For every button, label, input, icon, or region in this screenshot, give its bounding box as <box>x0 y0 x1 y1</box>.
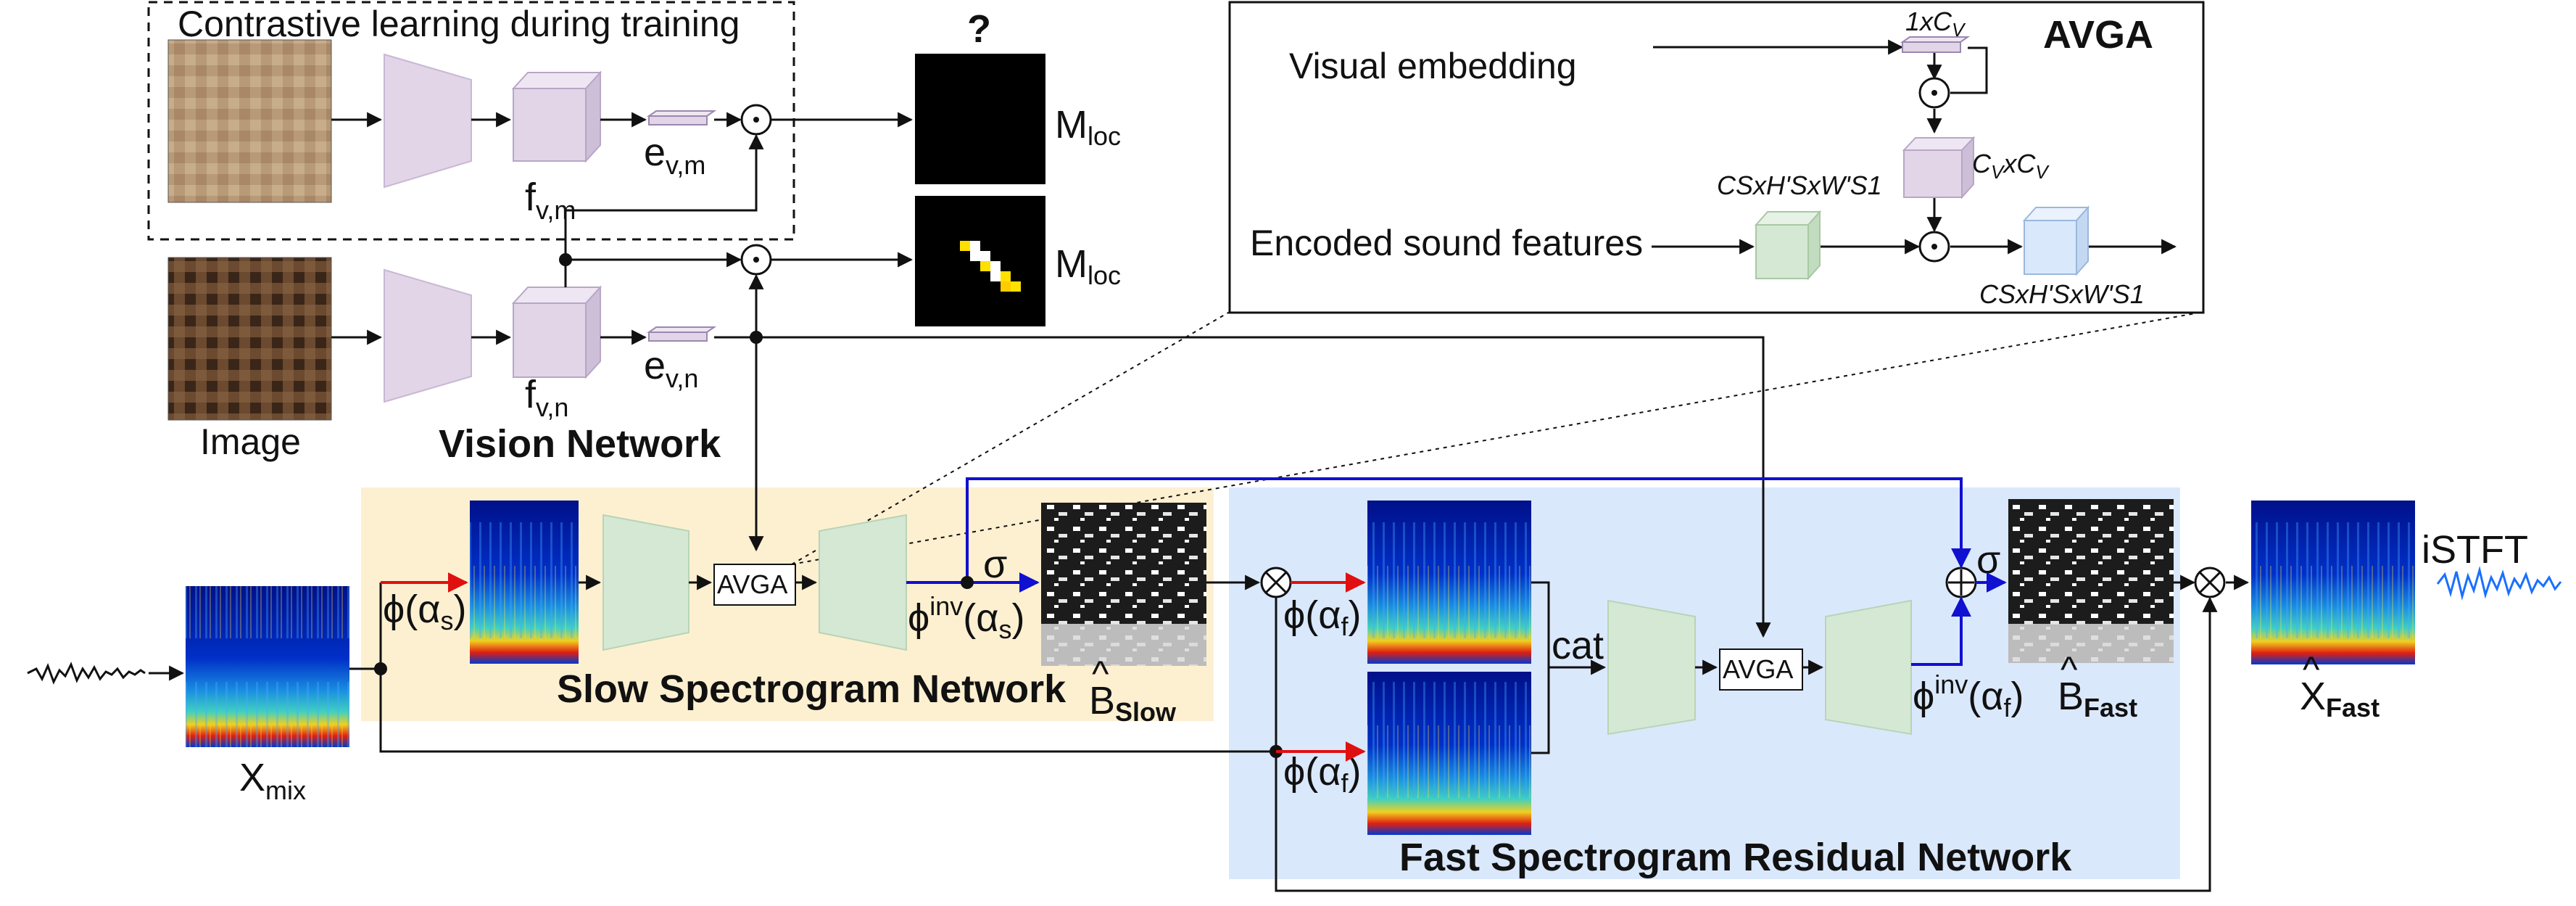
label-xfast-hat: ^ <box>2303 649 2320 690</box>
fast-avga-label: AVGA <box>1723 654 1793 684</box>
slow-encoder <box>602 514 689 651</box>
fast-phi-inv-label: ϕinv(αf) <box>1913 670 2024 722</box>
dot-product-bottom <box>740 244 772 276</box>
junction-slow-out <box>961 576 974 589</box>
fast-network-label: Fast Spectrogram Residual Network <box>1399 836 2072 879</box>
spectrogram-fast-bottom <box>1367 672 1531 835</box>
vision-arrows <box>331 112 1771 638</box>
avga-output-cube <box>2022 205 2090 276</box>
mask-slow <box>1041 503 1206 666</box>
spectrogram-xmix <box>186 586 349 747</box>
label-fvn: fv,n <box>525 373 568 422</box>
pipeline-arrows-red <box>381 572 1366 762</box>
junction-evn <box>750 331 763 344</box>
dim-1xcv: 1xCV <box>1905 7 1966 41</box>
slow-bhat-hat: ^ <box>1092 654 1109 694</box>
question-mark: ? <box>967 7 991 51</box>
avga-embedding-bar <box>1900 36 1971 53</box>
avga-detail-title: AVGA <box>2043 13 2153 57</box>
label-fvm: fv,m <box>525 176 576 225</box>
dot-product-top <box>740 104 772 136</box>
image-label: Image <box>200 421 301 462</box>
fast-sigma: σ <box>1976 538 2000 582</box>
vision-encoder-bottom <box>384 268 472 403</box>
fast-avga-box[interactable] <box>1719 648 1803 691</box>
slow-bhat-label: BSlow <box>1089 679 1177 727</box>
label-evn: ev,n <box>644 344 698 393</box>
label-mloc-bottom: Mloc <box>1055 242 1121 290</box>
label-mloc-top: Mloc <box>1055 103 1121 151</box>
slow-decoder <box>819 514 907 651</box>
avga-dot-top <box>1918 77 1950 109</box>
junction-xmix <box>374 662 387 675</box>
fast-phi-top: ϕ(αf) <box>1283 593 1361 641</box>
label-evm: ev,m <box>644 131 705 180</box>
dim-cs-input: CSxH'SxW'S1 <box>1717 170 1882 200</box>
visual-embedding-label: Visual embedding <box>1289 46 1577 86</box>
embedding-bar-evm <box>646 110 717 125</box>
embedding-bar-evn <box>646 326 717 342</box>
output-waveform <box>2436 566 2562 601</box>
image-drums <box>167 39 332 203</box>
fast-bhat-label: BFast <box>2058 675 2137 722</box>
slow-avga-label: AVGA <box>717 569 787 599</box>
multiply-node-fast-in <box>1260 567 1292 598</box>
slow-phi-inv-label: ϕinv(αs) <box>908 591 1024 644</box>
add-node-fast <box>1945 567 1977 598</box>
label-xfast: XFast <box>2300 675 2380 722</box>
loc-map-bottom <box>915 196 1045 326</box>
fast-decoder <box>1825 599 1912 736</box>
slow-phi-label: ϕ(αs) <box>383 588 466 635</box>
image-dog <box>167 257 332 421</box>
encoded-sound-label: Encoded sound features <box>1250 223 1643 263</box>
spectrogram-fast-top <box>1367 501 1531 664</box>
pipeline-arrows-black <box>349 575 2250 892</box>
istft-label: iSTFT <box>2422 528 2528 572</box>
junction-fvn <box>559 253 572 266</box>
avga-cvcv-cube <box>1902 136 1976 199</box>
slow-network-label: Slow Spectrogram Network <box>557 667 1067 711</box>
slow-avga-box[interactable] <box>713 564 796 606</box>
dim-cvxcv: CVxCV <box>1972 149 2050 183</box>
vision-encoder-top <box>384 53 472 189</box>
feature-cube-fvm <box>511 70 602 163</box>
fast-bhat-hat: ^ <box>2061 649 2078 690</box>
loc-map-top <box>915 54 1045 184</box>
fast-phi-bottom: ϕ(αf) <box>1283 750 1361 798</box>
contrastive-title: Contrastive learning during training <box>178 4 740 44</box>
spectrogram-output <box>2251 501 2415 664</box>
avga-dot-bottom <box>1918 231 1950 263</box>
spectrogram-slow <box>470 501 579 664</box>
multiply-node-output <box>2194 567 2226 598</box>
vision-network-label: Vision Network <box>439 422 721 466</box>
fast-encoder <box>1607 599 1696 736</box>
avga-sound-cube <box>1754 210 1822 281</box>
slow-sigma: σ <box>983 543 1007 586</box>
feature-cube-fvn <box>511 285 602 379</box>
label-xmix: Xmix <box>239 756 306 805</box>
cat-label: cat <box>1552 624 1604 667</box>
input-waveform <box>27 662 146 685</box>
dim-cs-output: CSxH'SxW'S1 <box>1979 279 2145 309</box>
mask-fast <box>2008 499 2174 663</box>
avga-detail-arrows <box>1652 39 2177 255</box>
